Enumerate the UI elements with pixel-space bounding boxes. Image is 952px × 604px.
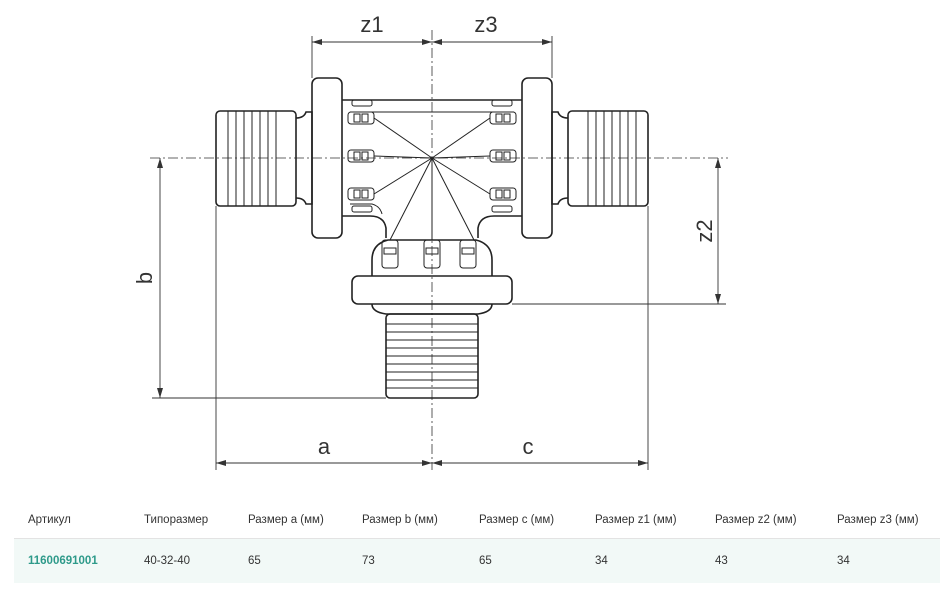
cell-size-type: 40-32-40	[130, 538, 234, 583]
right-flange	[521, 77, 553, 239]
header-size-type: Типоразмер	[130, 502, 234, 539]
cell-size-z1: 34	[581, 538, 701, 583]
header-size-z3: Размер z3 (мм)	[823, 502, 940, 539]
cell-size-c: 65	[465, 538, 581, 583]
header-size-b: Размер b (мм)	[348, 502, 465, 539]
cell-size-a: 65	[234, 538, 348, 583]
label-a: a	[318, 434, 331, 459]
label-z3: z3	[474, 12, 497, 37]
bottom-flange	[351, 275, 513, 305]
right-clips	[489, 99, 517, 213]
header-size-c: Размер c (мм)	[465, 502, 581, 539]
table-header-row: Артикул Типоразмер Размер a (мм) Размер …	[14, 502, 940, 539]
tee-fitting-drawing: z1 z3 b z2 a c	[132, 12, 728, 470]
header-size-a: Размер a (мм)	[234, 502, 348, 539]
cell-size-z2: 43	[701, 538, 823, 583]
dimension-z1-z3	[311, 36, 553, 78]
header-size-z2: Размер z2 (мм)	[701, 502, 823, 539]
left-flange	[311, 77, 343, 239]
cell-size-z3: 34	[823, 538, 940, 583]
cell-size-b: 73	[348, 538, 465, 583]
cell-article[interactable]: 11600691001	[14, 538, 130, 583]
left-sleeve	[215, 110, 313, 207]
bottom-clips	[381, 239, 477, 269]
dimension-b	[152, 158, 386, 399]
table-row: 11600691001 40-32-40 65 73 65 34 43 34	[14, 538, 940, 583]
flow-channels	[373, 117, 491, 241]
label-c: c	[523, 434, 534, 459]
tee-body	[342, 99, 522, 276]
bottom-sleeve	[385, 313, 479, 399]
label-z1: z1	[360, 12, 383, 37]
header-size-z1: Размер z1 (мм)	[581, 502, 701, 539]
label-z2: z2	[692, 219, 717, 242]
spec-table: Артикул Типоразмер Размер a (мм) Размер …	[14, 502, 940, 583]
right-sleeve	[551, 110, 649, 207]
dimension-a-c	[215, 206, 649, 470]
dimension-z2	[512, 158, 726, 305]
header-article: Артикул	[14, 502, 130, 539]
left-clips	[347, 99, 375, 213]
label-b: b	[132, 272, 157, 284]
